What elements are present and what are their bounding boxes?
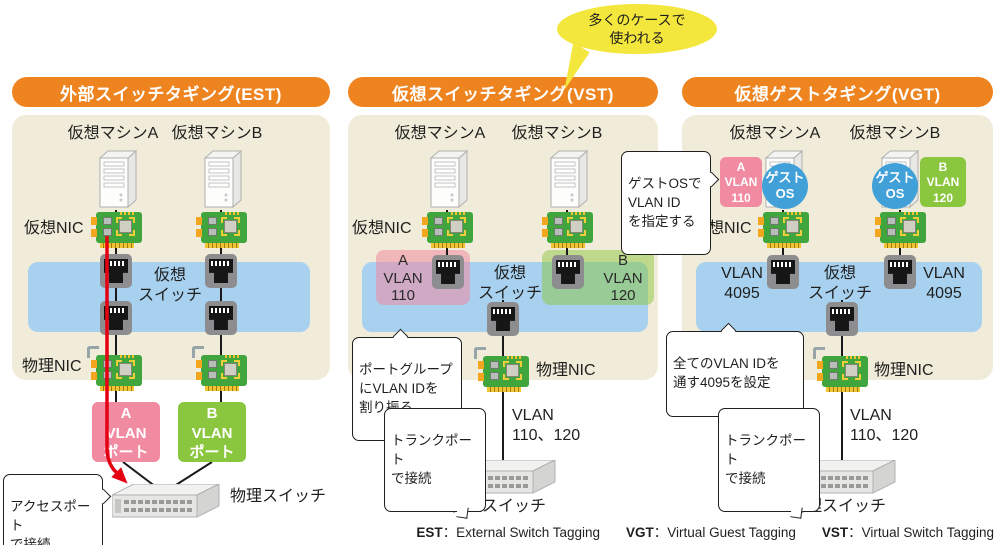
vst-title: 仮想スイッチタギング(VST): [392, 84, 614, 104]
legend-vst-abbr: VST: [821, 525, 849, 540]
vst-vm-b-label: 仮想マシンB: [511, 125, 603, 142]
rj45-port-icon: [487, 302, 519, 336]
server-icon: [429, 150, 469, 209]
legend-est-text: ：External Switch Tagging: [442, 525, 601, 540]
vgt-allvlan-note-text: 全てのVLAN IDを 通す4095を設定: [673, 355, 780, 390]
legend-vst-text: ：Virtual Switch Tagging: [848, 525, 994, 540]
vgt-allvlan-note: 全てのVLAN IDを 通す4095を設定: [666, 322, 804, 417]
legend-item-vgt: VGT：Virtual Guest Tagging: [626, 521, 796, 541]
est-header: 外部スイッチタギング(EST): [12, 77, 330, 107]
rj45-port-icon: [432, 255, 464, 289]
est-virtual-nic-label: 仮想NIC: [24, 220, 84, 237]
virtual-nic-icon: [421, 212, 473, 250]
vst-header: 仮想スイッチタギング(VST): [348, 77, 658, 107]
legend-vgt-text: ：Virtual Guest Tagging: [653, 525, 796, 540]
guest-os-badge: ゲスト OS: [762, 163, 808, 209]
est-access-port-note-text: アクセスポート で接続: [10, 498, 91, 545]
vst-callout: 多くのケースで 使われる: [557, 4, 717, 54]
legend-item-est: EST：External Switch Tagging: [416, 521, 600, 541]
vgt-header: 仮想ゲストタギング(VGT): [682, 77, 993, 107]
est-panel: [12, 115, 330, 380]
vgt-guest-os-note-text: ゲストOSで VLAN ID を指定する: [628, 175, 702, 229]
server-icon: [98, 150, 138, 209]
vst-physical-nic-label: 物理NIC: [536, 362, 596, 379]
vst-vlan-a-label: A VLAN 110: [383, 252, 423, 305]
guest-os-badge: ゲスト OS: [872, 163, 918, 209]
vst-trunk-note: トランクポート で接続: [384, 408, 486, 520]
vgt-vlan-4095-right-label: VLAN 4095: [923, 265, 965, 302]
bubble-tail: [456, 506, 469, 520]
virtual-nic-icon: [541, 212, 593, 250]
rj45-port-icon: [552, 255, 584, 289]
legend-vgt-abbr: VGT: [626, 525, 654, 540]
est-physical-switch-label: 物理スイッチ: [230, 488, 327, 505]
est-virtual-switch-band: [28, 262, 310, 332]
bubble-tail: [790, 506, 803, 520]
vst-virtual-nic-label: 仮想NIC: [352, 220, 412, 237]
physical-nic-icon: [813, 347, 868, 394]
physical-switch-icon: [112, 484, 220, 518]
est-vm-b-label: 仮想マシンB: [171, 125, 263, 142]
legend: EST：External Switch Tagging VGT：Virtual …: [416, 521, 994, 541]
vgt-vlan-b-box: B VLAN 120: [920, 157, 966, 207]
vst-vlan-line-label: VLAN 110、120: [512, 407, 581, 444]
virtual-nic-icon: [195, 212, 247, 250]
virtual-nic-icon: [757, 212, 809, 250]
vgt-vm-b-label: 仮想マシンB: [849, 125, 941, 142]
server-icon: [549, 150, 589, 209]
server-icon: [203, 150, 243, 209]
vst-portgroup-note-text: ポートグループ にVLAN IDを 割り振る: [359, 361, 453, 415]
est-physical-nic-label: 物理NIC: [22, 358, 82, 375]
vgt-vlan-4095-left-label: VLAN 4095: [721, 265, 763, 302]
vst-vm-a-label: 仮想マシンA: [394, 125, 486, 142]
est-access-port-note: アクセスポート で接続: [3, 474, 112, 545]
est-vlan-b-port-box: B VLAN ポート: [178, 402, 246, 462]
est-virtual-switch-label: 仮想 スイッチ: [137, 267, 202, 304]
virtual-nic-icon: [874, 212, 926, 250]
vgt-virtual-switch-label: 仮想 スイッチ: [807, 265, 872, 302]
vst-vlan-b-label: B VLAN 120: [603, 252, 643, 305]
rj45-port-icon: [826, 302, 858, 336]
vgt-trunk-note: トランクポート で接続: [718, 408, 820, 520]
physical-nic-icon: [87, 346, 142, 393]
rj45-port-icon: [767, 255, 799, 289]
physical-nic-icon: [192, 346, 247, 393]
est-title: 外部スイッチタギング(EST): [60, 84, 282, 104]
vst-virtual-switch-label: 仮想 スイッチ: [477, 265, 542, 302]
vgt-trunk-note-text: トランクポート で接続: [725, 432, 806, 486]
vst-trunk-note-text: トランクポート で接続: [391, 432, 472, 486]
vgt-vm-a-label: 仮想マシンA: [729, 125, 821, 142]
physical-nic-icon: [474, 347, 529, 394]
bubble-tail: [95, 488, 112, 505]
est-vm-a-label: 仮想マシンA: [67, 125, 159, 142]
vgt-physical-nic-label: 物理NIC: [874, 362, 934, 379]
est-vlan-a-port-box: A VLAN ポート: [92, 402, 160, 462]
vgt-guest-os-note: ゲストOSで VLAN ID を指定する: [621, 151, 720, 256]
rj45-port-icon: [100, 301, 132, 335]
vgt-vlan-line-label: VLAN 110、120: [850, 407, 919, 444]
virtual-nic-icon: [90, 212, 142, 250]
legend-est-abbr: EST: [416, 525, 443, 540]
vgt-title: 仮想ゲストタギング(VGT): [734, 84, 941, 104]
legend-item-vst: VST：Virtual Switch Tagging: [822, 521, 994, 541]
rj45-port-icon: [205, 301, 237, 335]
vgt-vlan-a-box: A VLAN 110: [720, 157, 762, 207]
